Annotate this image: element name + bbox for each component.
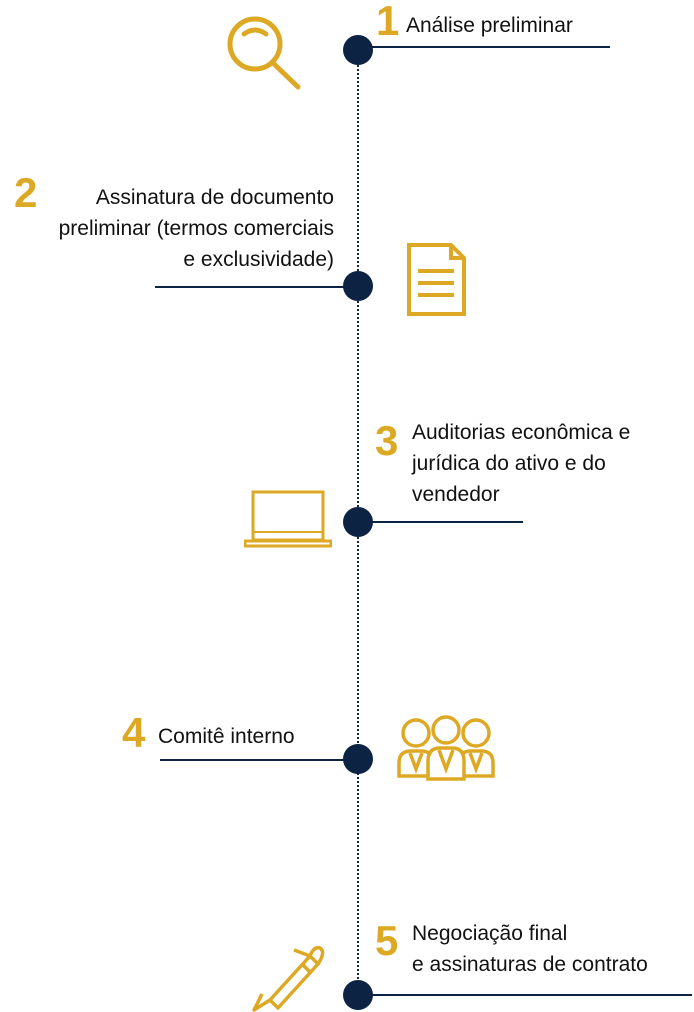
step-2-label: Assinatura de documento preliminar (term…: [48, 182, 334, 275]
step-3-line: vendedor: [412, 483, 500, 506]
document-icon: [407, 243, 466, 316]
step-3-dot: [343, 507, 373, 537]
step-5-label: Negociação final e assinaturas de contra…: [412, 918, 648, 980]
step-2-connector: [155, 286, 358, 288]
step-5-number: 5: [375, 917, 399, 964]
step-1-number: 1: [376, 0, 400, 44]
step-2-dot: [343, 271, 373, 301]
step-5-line: e assinaturas de contrato: [412, 953, 648, 976]
step-3-connector: [358, 521, 523, 523]
step-3-line: jurídica do ativo e do: [412, 452, 606, 475]
laptop-icon: [244, 490, 332, 548]
step-4-connector: [160, 759, 358, 761]
step-3-line: Auditorias econômica e: [412, 421, 631, 444]
step-1-label: Análise preliminar: [406, 10, 573, 41]
step-4-line: Comitê interno: [158, 725, 295, 748]
step-4-number: 4: [122, 709, 146, 756]
step-5-connector: [358, 994, 692, 996]
step-3-label: Auditorias econômica e jurídica do ativo…: [412, 417, 630, 510]
step-2-line: e exclusividade): [183, 248, 334, 271]
step-5-line: Negociação final: [412, 922, 568, 945]
pen-icon: [252, 945, 325, 1012]
magnifier-icon: [227, 16, 301, 90]
step-3-number: 3: [375, 417, 399, 464]
step-1-dot: [343, 35, 373, 65]
step-1-connector: [358, 46, 610, 48]
step-2-line: Assinatura de documento: [95, 186, 334, 209]
step-4-label: Comitê interno: [158, 721, 295, 752]
step-2-number: 2: [14, 169, 38, 216]
people-icon: [397, 715, 495, 781]
step-4-dot: [343, 744, 373, 774]
step-5-dot: [343, 980, 373, 1010]
step-1-line: Análise preliminar: [406, 14, 573, 37]
step-2-line: preliminar (termos comerciais: [58, 217, 334, 240]
